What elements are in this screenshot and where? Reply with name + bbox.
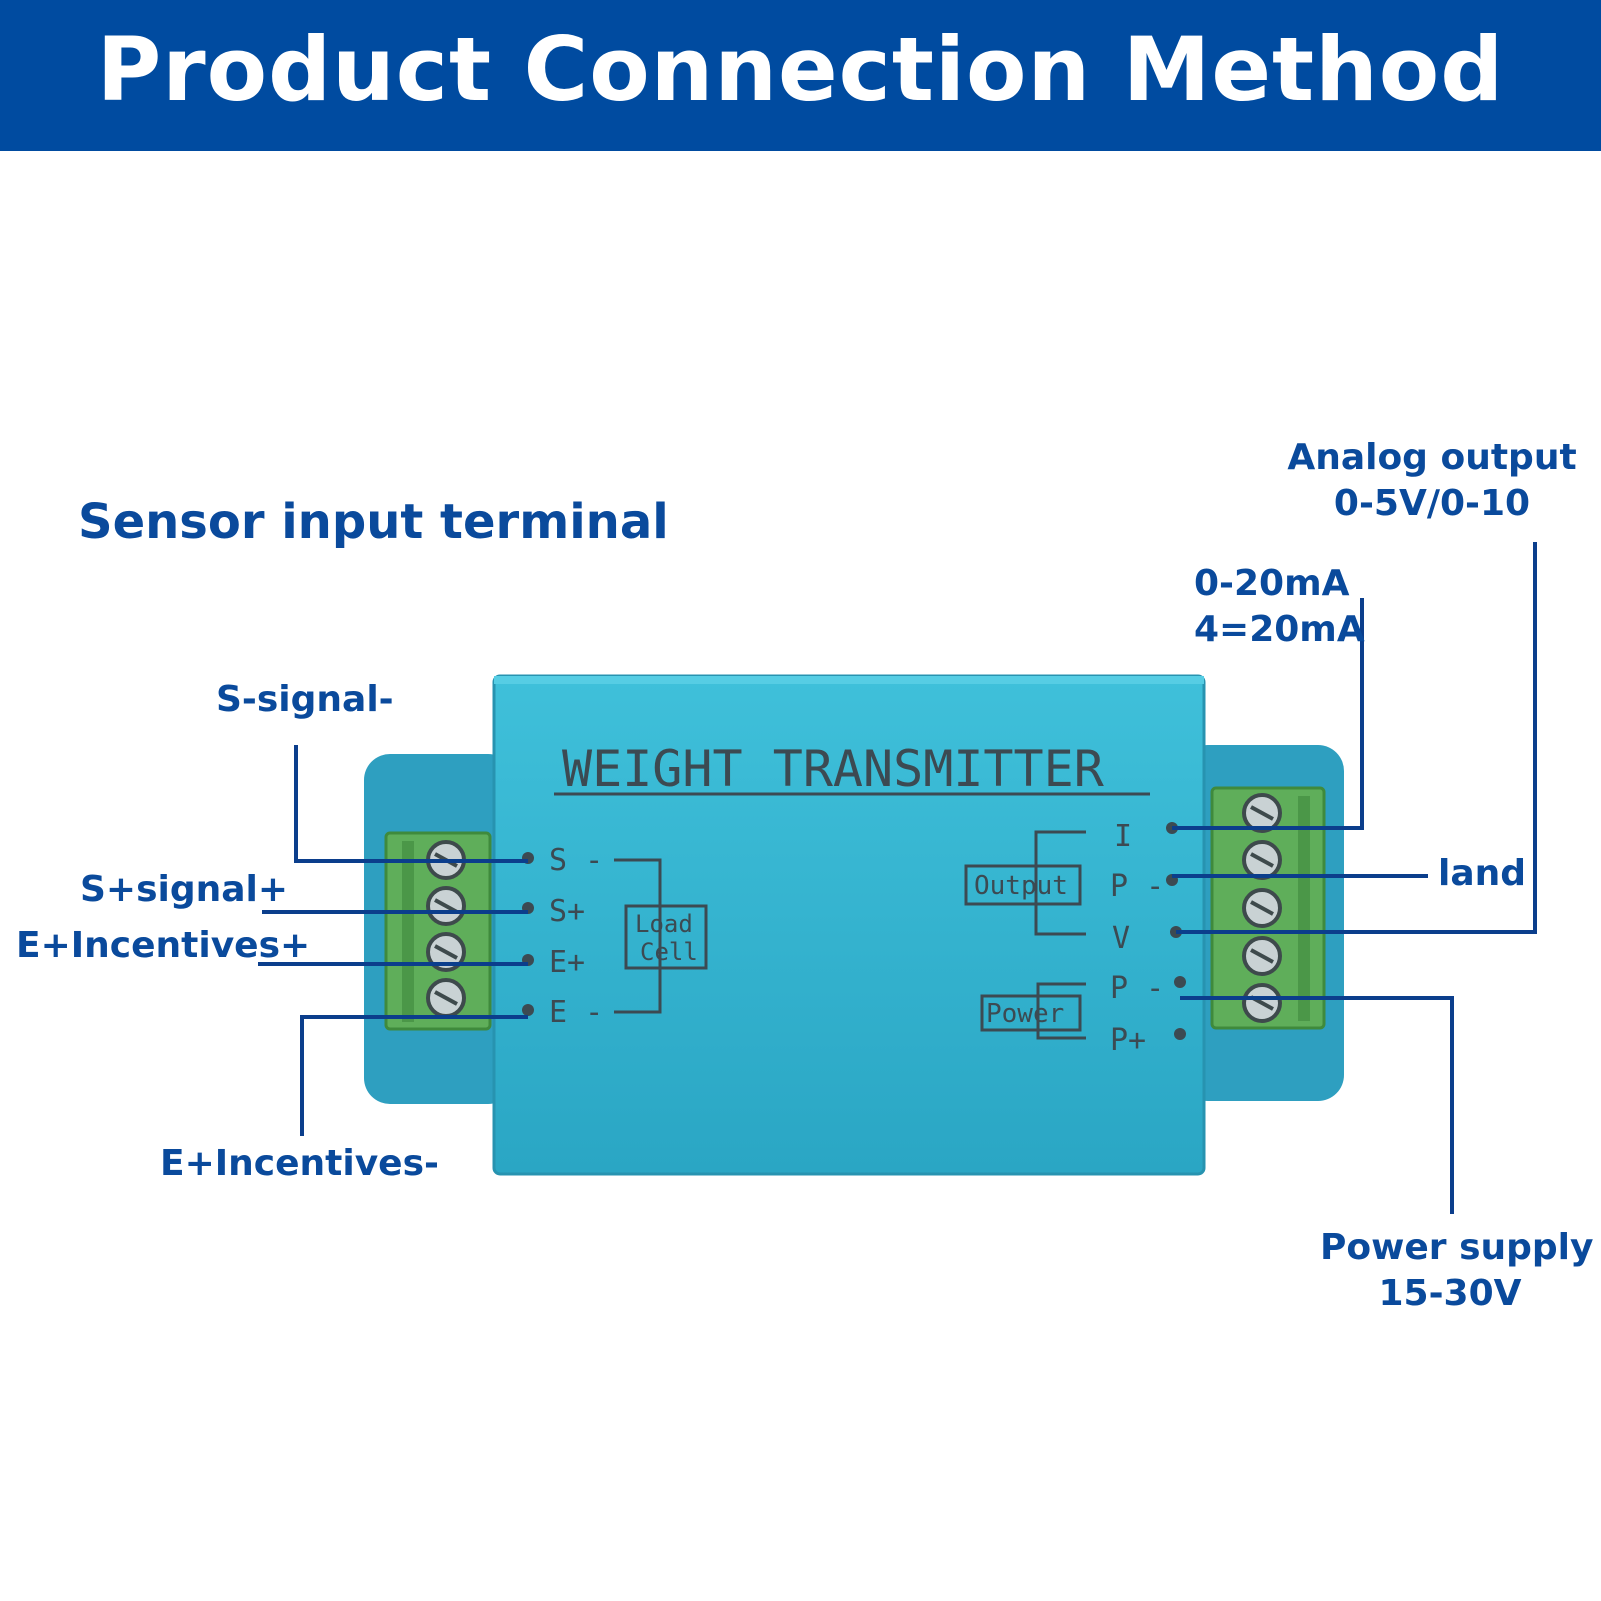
screw-terminal-icon: [1242, 983, 1282, 1023]
e-minus-label: E+Incentives-: [160, 1143, 439, 1184]
power-label: Power: [986, 999, 1064, 1029]
leader-current-output: [1172, 598, 1364, 830]
leader-power-supply: [1180, 996, 1454, 1214]
power-supply-line-2: 15-30V: [1378, 1273, 1522, 1314]
sensor-input-heading: Sensor input terminal: [78, 494, 669, 550]
leader-lines: [258, 542, 1537, 1214]
screw-terminal-icon: [1242, 793, 1282, 833]
pin-dot-icon: [1174, 976, 1186, 988]
power-supply-line-1: Power supply: [1320, 1227, 1594, 1268]
right-terminal-block: [1210, 786, 1326, 1030]
left-terminal-block: [384, 831, 492, 1031]
device-body-top-edge: [494, 676, 1204, 684]
analog-output-line-2: 0-5V/0-10: [1333, 483, 1531, 524]
leader-e-minus: [300, 1015, 528, 1136]
leader-s-minus: [294, 745, 528, 863]
current-output-line-1: 0-20mA: [1194, 563, 1350, 604]
leader-voltage-output: [1176, 542, 1537, 934]
ground-label: land: [1438, 853, 1527, 894]
left-pin-label: S+: [549, 894, 585, 929]
pin-dot-icon: [1174, 1028, 1186, 1040]
output-box: [964, 864, 1082, 906]
screw-terminal-icon: [1242, 936, 1282, 976]
current-output-line-2: 4=20mA: [1194, 609, 1365, 650]
analog-output-label: Analog output 0-5V/0-10: [1282, 440, 1582, 522]
right-pin-label: V: [1112, 921, 1130, 956]
current-output-label: 0-20mA 4=20mA: [1194, 566, 1365, 648]
load-cell-label-1: Load: [635, 910, 693, 938]
screw-terminal-icon: [1242, 840, 1282, 880]
right-pin-label: P -: [1110, 869, 1164, 904]
screw-terminal-icon: [426, 886, 466, 926]
output-bracket: [1034, 830, 1086, 936]
left-pin-label: E+: [549, 945, 585, 980]
left-pin-label: E -: [549, 995, 603, 1030]
right-pin-label: P -: [1110, 971, 1164, 1006]
power-box: [980, 994, 1082, 1032]
e-plus-label: E+Incentives+: [16, 925, 311, 966]
page-title: Product Connection Method: [96, 18, 1505, 121]
right-pin-labels: I P - V P - P+ Output Power: [964, 819, 1186, 1058]
load-cell-bracket: [614, 858, 662, 1014]
pin-dot-icon: [522, 1004, 534, 1016]
right-pin-label: P+: [1110, 1023, 1146, 1058]
power-bracket: [1036, 982, 1086, 1040]
right-pin-label: I: [1114, 819, 1132, 854]
screw-terminal-icon: [426, 932, 466, 972]
title-banner: Product Connection Method: [0, 0, 1601, 151]
device-name: WEIGHT TRANSMITTER: [562, 740, 1105, 798]
screw-terminal-icon: [1242, 888, 1282, 928]
screw-terminal-icon: [426, 978, 466, 1018]
left-pin-labels: S - S+ E+ E - Load Cell: [522, 843, 708, 1030]
load-cell-label-2: Cell: [640, 938, 698, 966]
power-supply-label: Power supply 15-30V: [1320, 1227, 1594, 1314]
s-plus-label: S+signal+: [80, 869, 289, 910]
left-pin-label: S -: [549, 843, 603, 878]
load-cell-box: [624, 904, 708, 970]
analog-output-line-1: Analog output: [1287, 437, 1577, 478]
output-label: Output: [974, 871, 1068, 901]
s-minus-label: S-signal-: [216, 679, 394, 720]
